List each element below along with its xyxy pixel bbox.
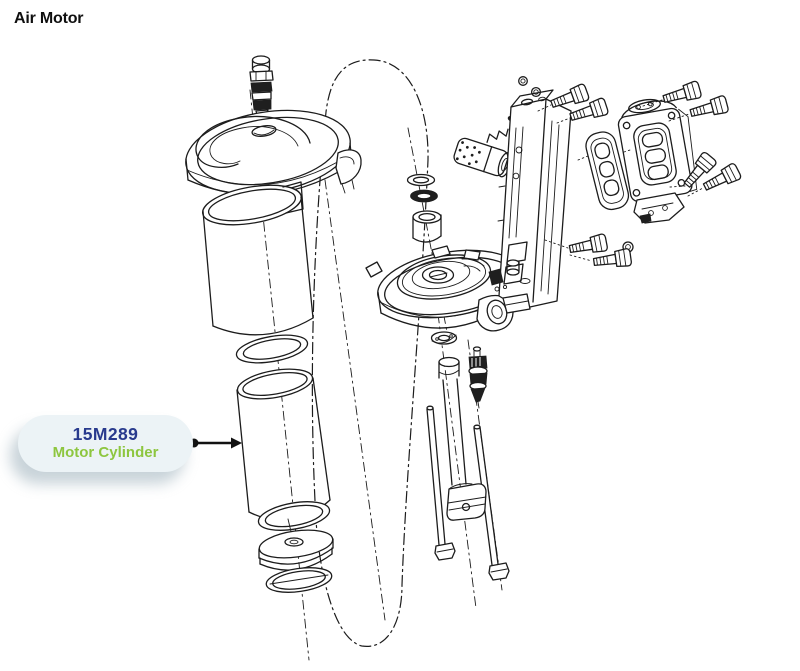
o-ring-middle <box>257 501 331 531</box>
air-valve-plate <box>497 89 572 314</box>
piston-assembly <box>258 518 334 571</box>
o-ring-top <box>235 334 309 364</box>
part-callout: 15M289 Motor Cylinder <box>18 415 193 472</box>
washers-and-bushing <box>406 173 442 243</box>
motor-base <box>365 245 525 332</box>
motor-cap <box>185 109 362 196</box>
pilot-valve <box>468 346 488 409</box>
phantom-rod-outline <box>311 59 429 647</box>
valve-gasket <box>585 131 630 211</box>
part-name: Motor Cylinder <box>52 444 159 462</box>
muffler <box>453 137 512 178</box>
valve-block <box>617 98 698 253</box>
assembly-leader-lines <box>537 99 704 262</box>
part-number: 15M289 <box>72 424 139 445</box>
upper-sleeve <box>202 181 314 336</box>
page-title: Air Motor <box>14 10 84 27</box>
piston-rod <box>438 356 487 521</box>
tie-rod-left <box>426 405 456 561</box>
o-ring-bottom <box>265 567 333 593</box>
motor-cylinder-part <box>236 368 331 522</box>
piston-washer <box>430 331 458 345</box>
callout-arrow-icon <box>189 437 242 449</box>
plate-small-parts <box>488 259 531 292</box>
tie-rod-right <box>473 424 510 581</box>
